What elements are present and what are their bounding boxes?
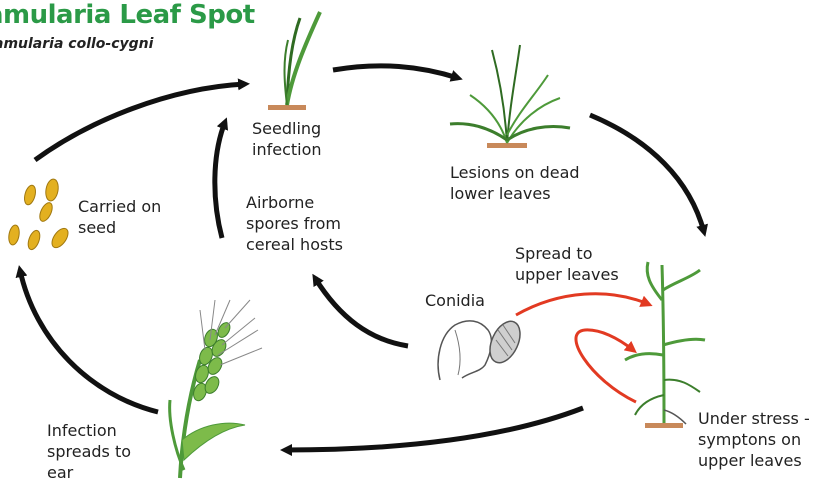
arrow-spread-upper xyxy=(516,294,648,315)
label-infection-ear: Infection spreads to ear xyxy=(47,420,131,483)
conidia-icon xyxy=(438,317,526,380)
label-lesions: Lesions on dead lower leaves xyxy=(450,162,580,204)
seeds-icon xyxy=(7,178,71,251)
grass-plant-icon xyxy=(450,45,570,148)
wheat-ear-icon xyxy=(170,300,262,478)
arrow-lesions-to-stress xyxy=(590,115,704,232)
arrow-stress-to-ear xyxy=(285,408,583,450)
arrow-seedling-to-lesions xyxy=(333,66,458,78)
label-spread-upper: Spread to upper leaves xyxy=(515,243,619,285)
arrow-conidia-to-airborne xyxy=(315,278,408,346)
label-seedling-infection: Seedling infection xyxy=(252,118,322,160)
stressed-plant-icon xyxy=(625,262,705,428)
label-conidia: Conidia xyxy=(425,290,485,311)
arrow-spread-lower xyxy=(576,330,636,402)
label-under-stress: Under stress - symptons on upper leaves xyxy=(698,408,810,471)
label-airborne: Airborne spores from cereal hosts xyxy=(246,192,343,255)
seedling-icon xyxy=(268,12,320,110)
arrow-seed-to-seedling xyxy=(35,84,245,160)
arrow-airborne-to-seedling xyxy=(215,122,225,238)
arrow-ear-to-seed xyxy=(20,270,158,412)
label-carried-seed: Carried on seed xyxy=(78,196,161,238)
